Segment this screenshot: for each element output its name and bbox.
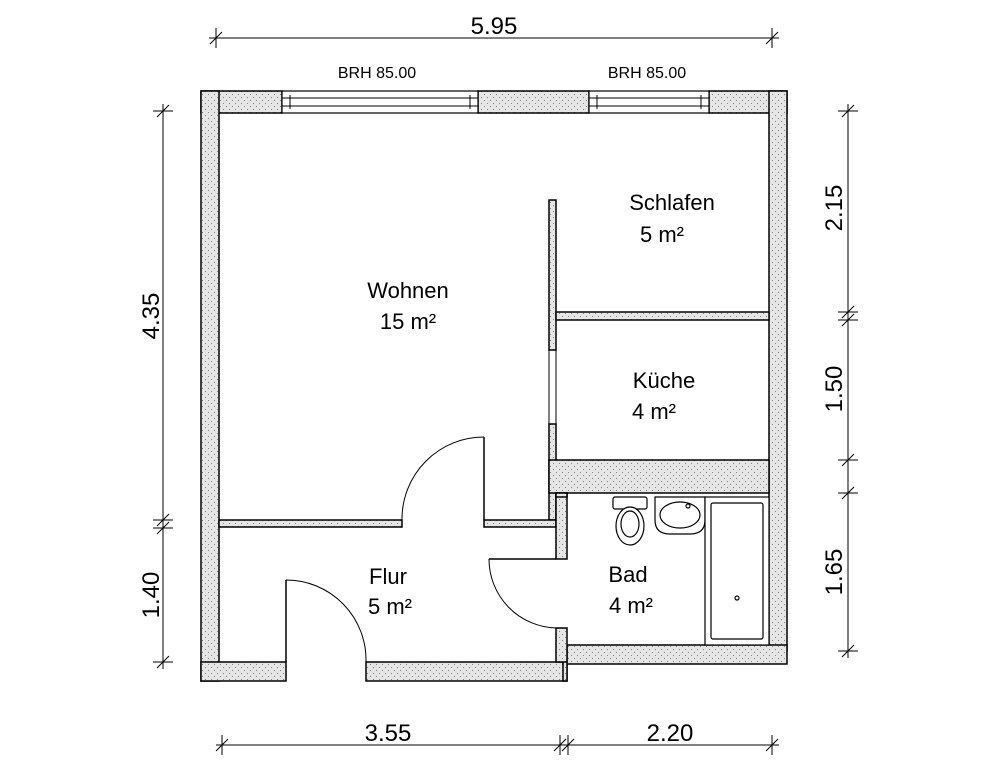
partition-lines <box>548 350 557 424</box>
room-schlafen-area: 5 m² <box>640 222 684 247</box>
room-wohnen-name: Wohnen <box>367 278 449 303</box>
door-bad <box>488 558 557 629</box>
bathtub-fixture <box>704 496 770 646</box>
dimension-bottom: 3.55 2.20 <box>215 720 779 755</box>
room-bad-name: Bad <box>608 562 647 587</box>
sink-fixture <box>654 496 706 535</box>
window-left-label: BRH 85.00 <box>338 65 416 82</box>
dimension-right-bottom-value: 1.65 <box>821 549 848 596</box>
dimension-left-upper-value: 4.35 <box>138 293 165 340</box>
window-left <box>281 90 479 114</box>
dimension-bottom-right-value: 2.20 <box>647 720 694 747</box>
dimension-top: 5.95 <box>209 13 779 48</box>
room-schlafen-name: Schlafen <box>629 190 715 215</box>
room-kueche-area: 4 m² <box>632 399 676 424</box>
toilet-fixture <box>612 496 648 546</box>
room-kueche-name: Küche <box>633 368 695 393</box>
window-right-label: BRH 85.00 <box>608 65 686 82</box>
door-wohnen <box>401 436 485 521</box>
door-entrance <box>285 579 367 663</box>
dimension-right: 2.15 1.50 1.65 <box>821 104 858 658</box>
room-bad-area: 4 m² <box>609 593 653 618</box>
window-right <box>588 90 710 114</box>
inner-walls <box>218 199 770 663</box>
dimension-right-top-value: 2.15 <box>821 185 848 232</box>
room-flur-area: 5 m² <box>368 594 412 619</box>
room-wohnen-area: 15 m² <box>380 309 436 334</box>
dimension-top-value: 5.95 <box>471 13 518 40</box>
dimension-left-lower-value: 1.40 <box>138 572 165 619</box>
outer-walls <box>200 90 788 682</box>
dimension-right-middle-value: 1.50 <box>821 366 848 413</box>
dimension-left: 4.35 1.40 <box>138 104 173 669</box>
dimension-bottom-left-value: 3.55 <box>365 720 412 747</box>
room-flur-name: Flur <box>369 564 407 589</box>
